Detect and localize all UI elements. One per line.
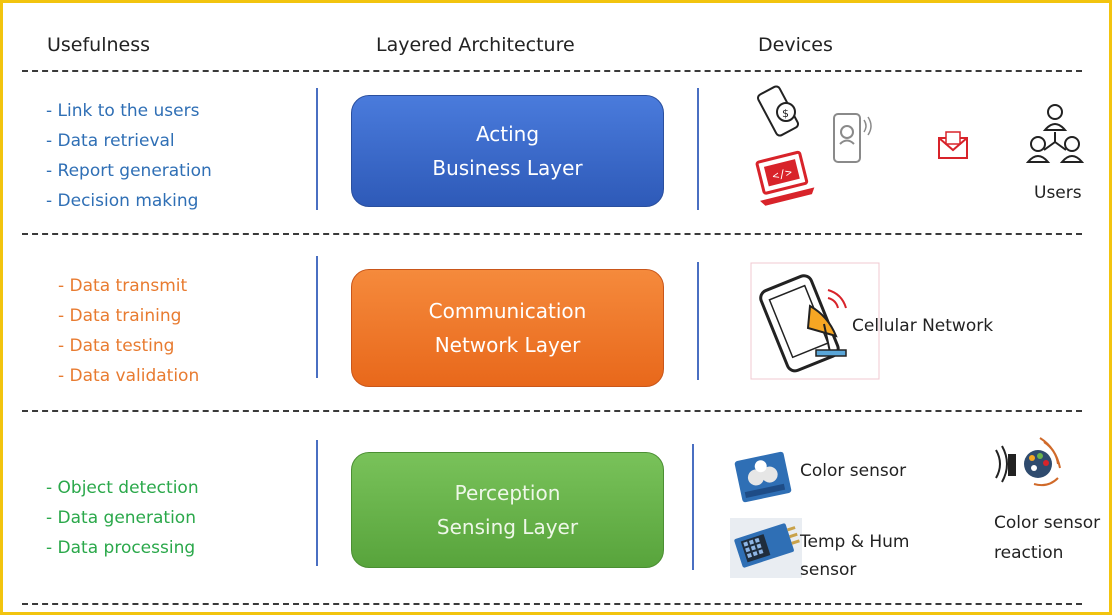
header-devices: Devices bbox=[758, 34, 833, 56]
header-layered-architecture: Layered Architecture bbox=[376, 34, 575, 56]
separator-top bbox=[22, 70, 1082, 72]
users-label: Users bbox=[1034, 183, 1082, 203]
perception-sensing-layer-box: Perception Sensing Layer bbox=[351, 452, 664, 568]
layer-name-line2: Business Layer bbox=[432, 156, 583, 180]
divider-left-communication bbox=[316, 256, 318, 378]
cellular-network-label: Cellular Network bbox=[852, 316, 994, 336]
color-sensor-board-icon bbox=[734, 451, 792, 503]
svg-text:</>: </> bbox=[771, 165, 794, 183]
mobile-payment-icon: $ bbox=[757, 85, 799, 137]
usefulness-list-acting: - Link to the users - Data retrieval - R… bbox=[46, 96, 212, 216]
usefulness-list-perception: - Object detection - Data generation - D… bbox=[46, 473, 199, 563]
reaction-label-line2: reaction bbox=[994, 543, 1064, 563]
svg-text:$: $ bbox=[782, 107, 789, 120]
divider-left-acting bbox=[316, 88, 318, 210]
users-network-icon bbox=[1026, 104, 1084, 163]
usefulness-item: - Data testing bbox=[58, 336, 175, 356]
temp-hum-sensor-icon bbox=[730, 518, 802, 578]
temp-hum-sensor-label: Temp & Hum sensor bbox=[800, 528, 910, 584]
smartphone-contact-icon bbox=[833, 113, 872, 163]
communication-network-layer-box: Communication Network Layer bbox=[351, 269, 664, 387]
usefulness-item: - Data validation bbox=[58, 366, 200, 386]
usefulness-item: - Decision making bbox=[46, 191, 199, 211]
divider-right-perception bbox=[692, 444, 694, 570]
usefulness-item: - Data retrieval bbox=[46, 131, 175, 151]
header-usefulness: Usefulness bbox=[47, 34, 151, 56]
usefulness-item: - Report generation bbox=[46, 161, 212, 181]
email-icon bbox=[938, 131, 968, 159]
layer-name-line2: Network Layer bbox=[434, 333, 581, 357]
temp-hum-label-line1: Temp & Hum bbox=[800, 532, 910, 552]
divider-right-acting bbox=[697, 88, 699, 210]
usefulness-item: - Data transmit bbox=[58, 276, 188, 296]
usefulness-item: - Link to the users bbox=[46, 101, 200, 121]
cellular-phone-antenna-icon bbox=[750, 262, 880, 380]
color-sensor-label: Color sensor bbox=[800, 461, 907, 481]
divider-left-perception bbox=[316, 440, 318, 566]
usefulness-item: - Data training bbox=[58, 306, 182, 326]
usefulness-list-communication: - Data transmit - Data training - Data t… bbox=[58, 271, 199, 391]
layer-name-line1: Communication bbox=[428, 299, 587, 323]
separator-2 bbox=[22, 410, 1082, 412]
reaction-label-line1: Color sensor bbox=[994, 513, 1101, 533]
usefulness-item: - Data generation bbox=[46, 508, 196, 528]
acting-business-layer-box: Acting Business Layer bbox=[351, 95, 664, 207]
temp-hum-label-line2: sensor bbox=[800, 560, 857, 580]
color-sensor-reaction-icon bbox=[995, 437, 1061, 487]
separator-bottom bbox=[22, 603, 1082, 605]
separator-1 bbox=[22, 233, 1082, 235]
laptop-code-icon: </> bbox=[755, 150, 815, 206]
layer-name-line1: Acting bbox=[475, 122, 540, 146]
layer-name-line2: Sensing Layer bbox=[436, 515, 579, 539]
color-sensor-reaction-label: Color sensor reaction bbox=[994, 508, 1100, 568]
divider-right-communication bbox=[697, 262, 699, 380]
usefulness-item: - Object detection bbox=[46, 478, 199, 498]
usefulness-item: - Data processing bbox=[46, 538, 196, 558]
layer-name-line1: Perception bbox=[454, 481, 561, 505]
